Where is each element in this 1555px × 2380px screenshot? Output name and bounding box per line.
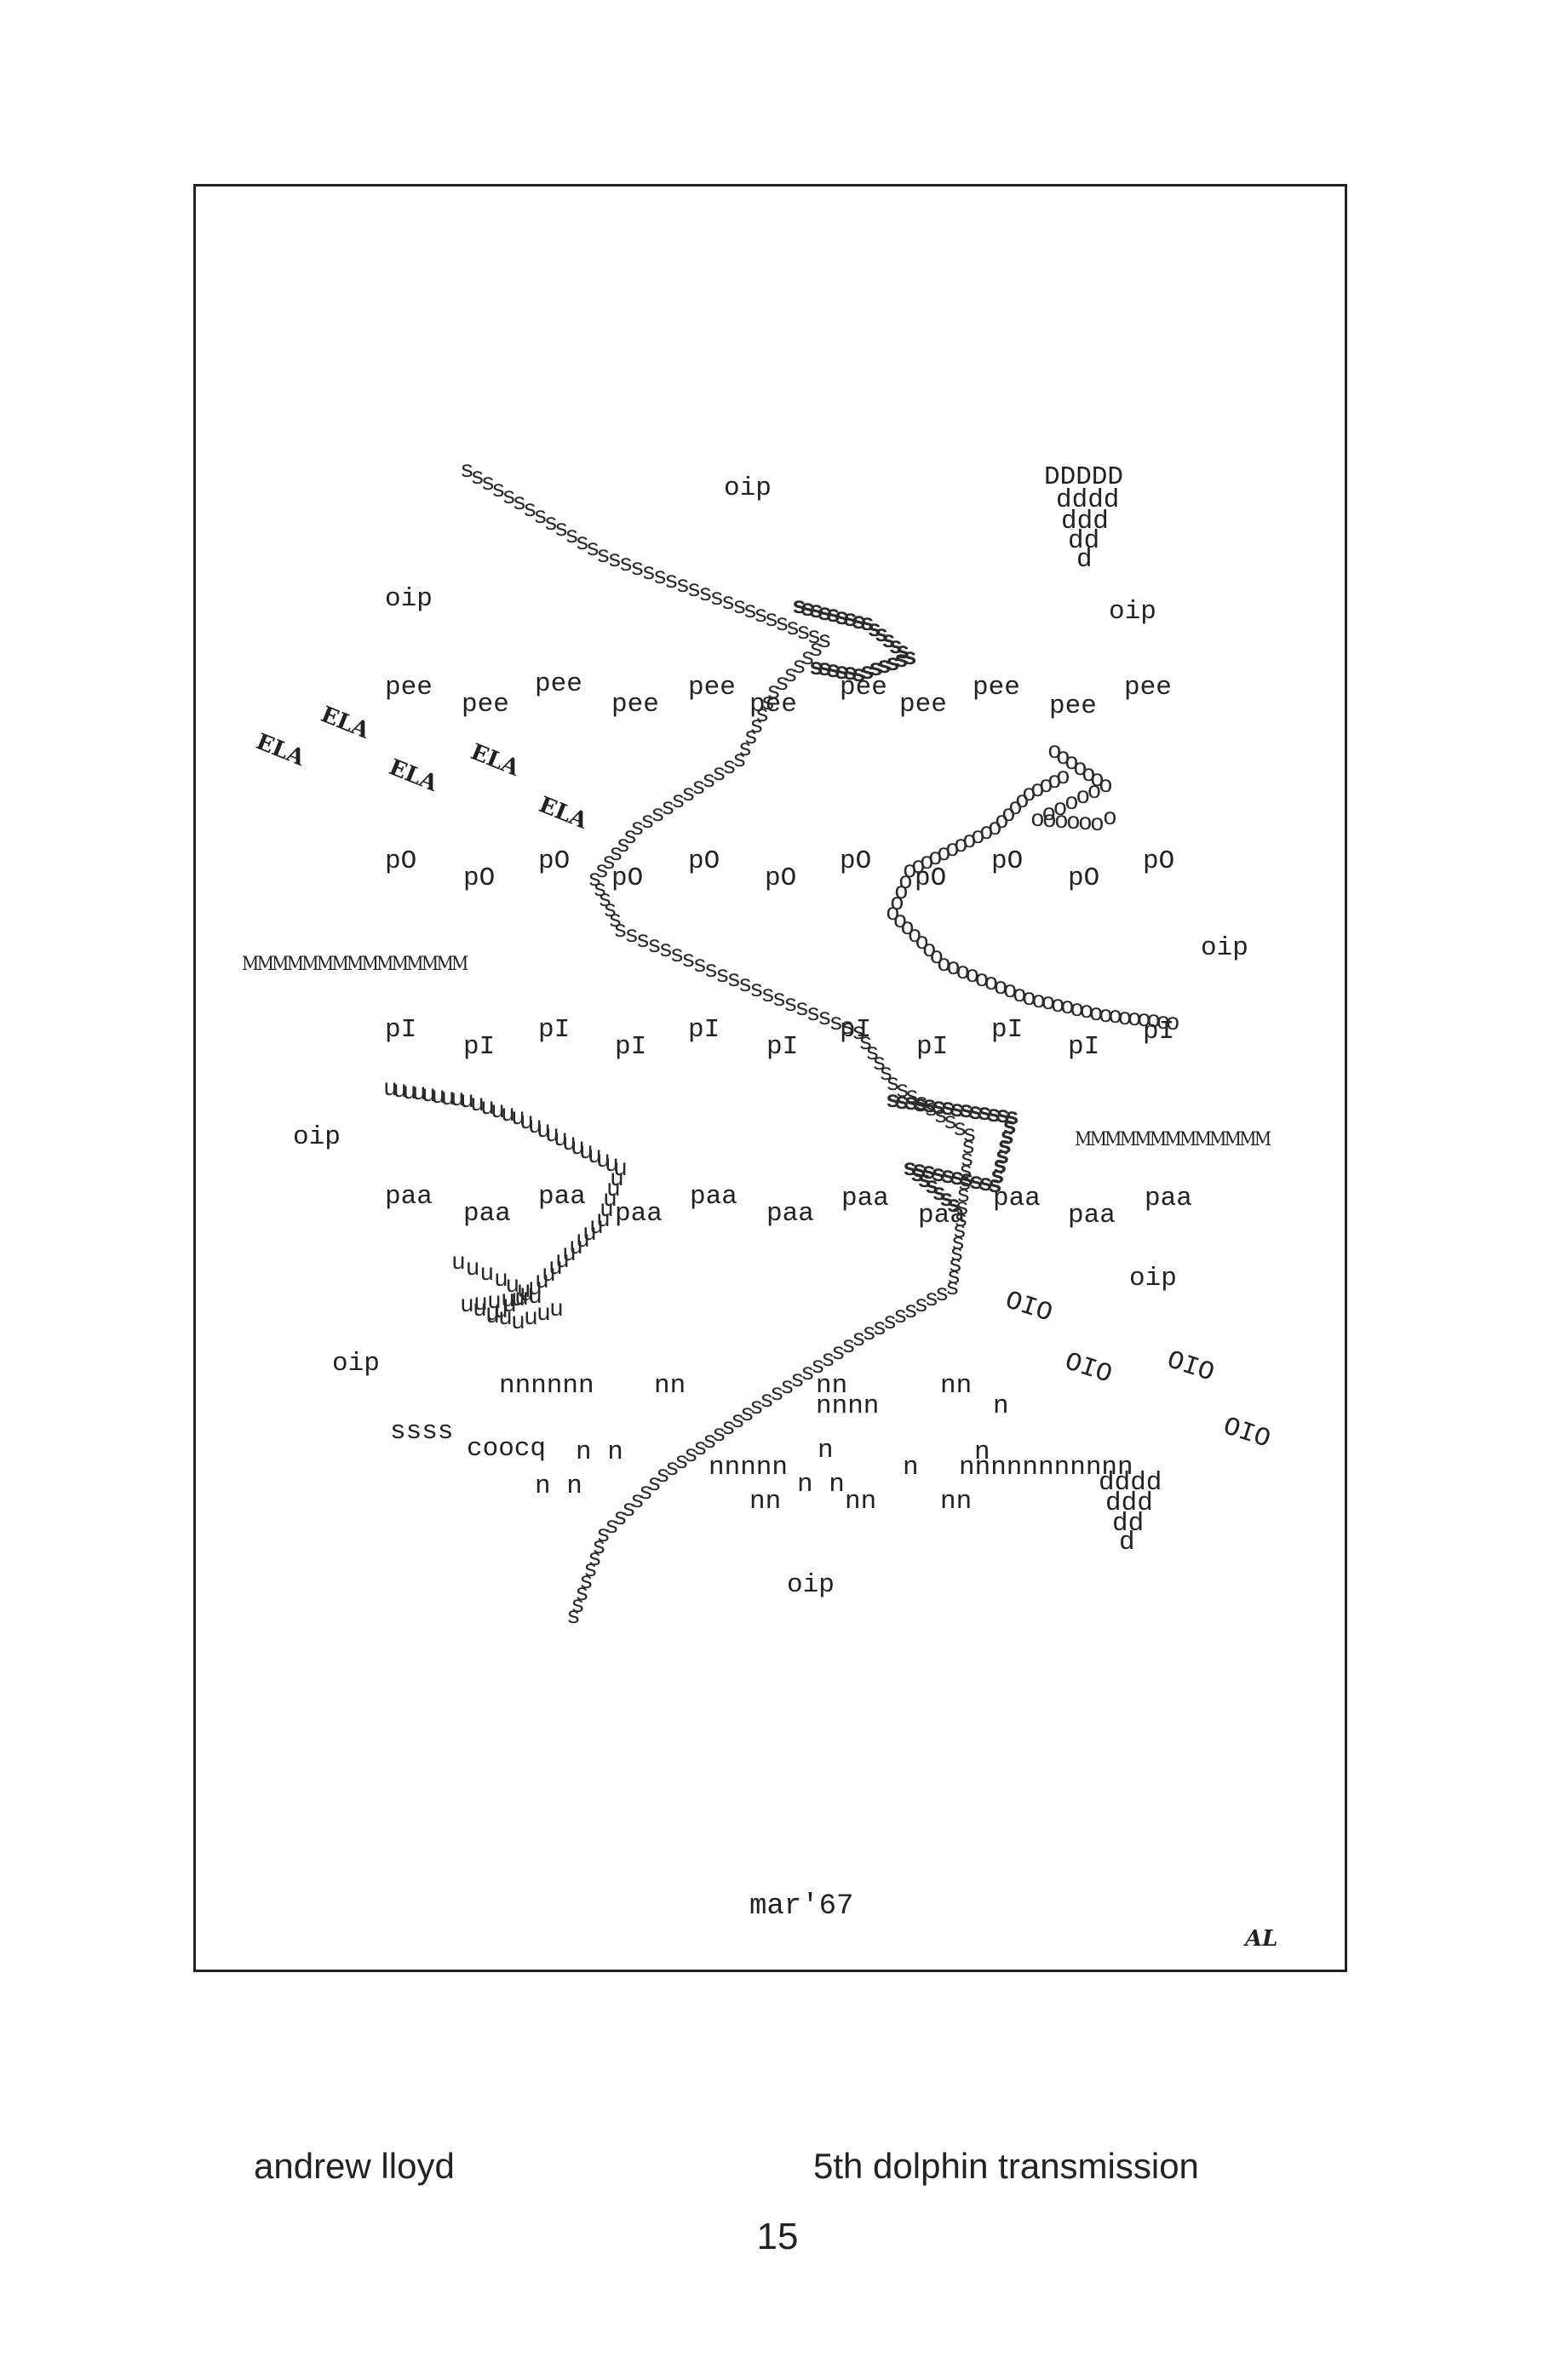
poem-frame — [193, 184, 1347, 1972]
date-stamp: mar'67 — [749, 1890, 854, 1923]
page-number: 15 — [756, 2216, 799, 2257]
artist-initials: AL — [1245, 1926, 1278, 1952]
work-title: 5th dolphin transmission — [813, 2146, 1199, 2186]
author-name: andrew lloyd — [254, 2146, 455, 2186]
